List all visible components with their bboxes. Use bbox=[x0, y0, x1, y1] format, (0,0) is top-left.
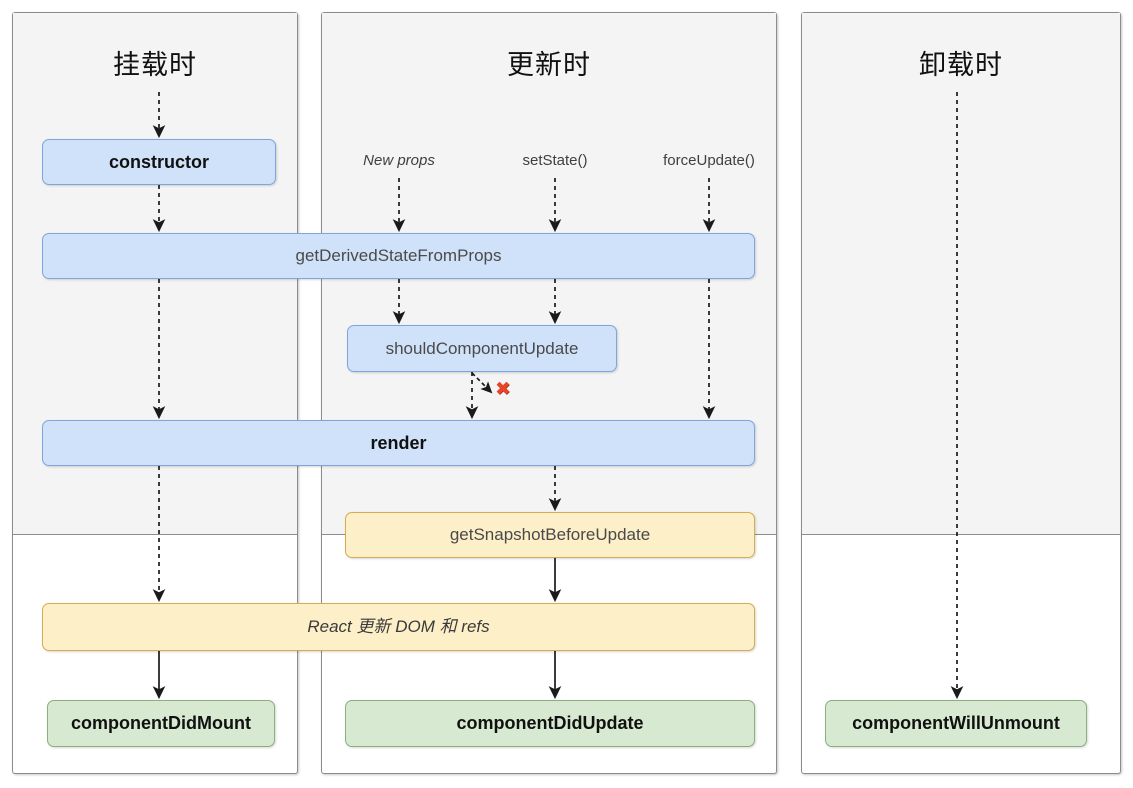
phase-column-updating: 更新时 bbox=[321, 12, 777, 774]
node-render[interactable]: render bbox=[42, 420, 755, 466]
trigger-label-force-update: forceUpdate() bbox=[663, 152, 755, 169]
node-react-updates-dom[interactable]: React 更新 DOM 和 refs bbox=[42, 603, 755, 651]
trigger-label-new-props: New props bbox=[363, 152, 435, 169]
node-get-derived-state-from-props[interactable]: getDerivedStateFromProps bbox=[42, 233, 755, 279]
phase-header-unmounting bbox=[802, 13, 1120, 535]
node-component-did-update[interactable]: componentDidUpdate bbox=[345, 700, 755, 747]
node-label-component-did-update: componentDidUpdate bbox=[456, 713, 644, 734]
node-constructor[interactable]: constructor bbox=[42, 139, 276, 185]
node-label-should-component-update: shouldComponentUpdate bbox=[385, 338, 579, 358]
phase-column-mounting: 挂载时 bbox=[12, 12, 298, 774]
node-label-get-snapshot-before-update: getSnapshotBeforeUpdate bbox=[449, 525, 651, 545]
node-label-constructor: constructor bbox=[108, 151, 209, 172]
phase-title-unmounting: 卸载时 bbox=[919, 50, 1003, 81]
node-label-get-derived-state-from-props: getDerivedStateFromProps bbox=[295, 246, 502, 266]
node-label-render: render bbox=[370, 432, 427, 453]
phase-column-unmounting: 卸载时 bbox=[801, 12, 1121, 774]
phase-title-mounting: 挂载时 bbox=[113, 50, 197, 81]
node-component-did-mount[interactable]: componentDidMount bbox=[47, 700, 275, 747]
node-label-component-will-unmount: componentWillUnmount bbox=[852, 713, 1060, 734]
trigger-label-set-state: setState() bbox=[522, 152, 588, 169]
phase-title-updating: 更新时 bbox=[507, 50, 591, 81]
node-get-snapshot-before-update[interactable]: getSnapshotBeforeUpdate bbox=[345, 512, 755, 558]
node-component-will-unmount[interactable]: componentWillUnmount bbox=[825, 700, 1087, 747]
node-label-react-updates-dom: React 更新 DOM 和 refs bbox=[307, 617, 490, 637]
node-should-component-update[interactable]: shouldComponentUpdate bbox=[347, 325, 617, 372]
cross-icon: ✖ bbox=[495, 379, 511, 400]
node-label-component-did-mount: componentDidMount bbox=[71, 713, 251, 734]
